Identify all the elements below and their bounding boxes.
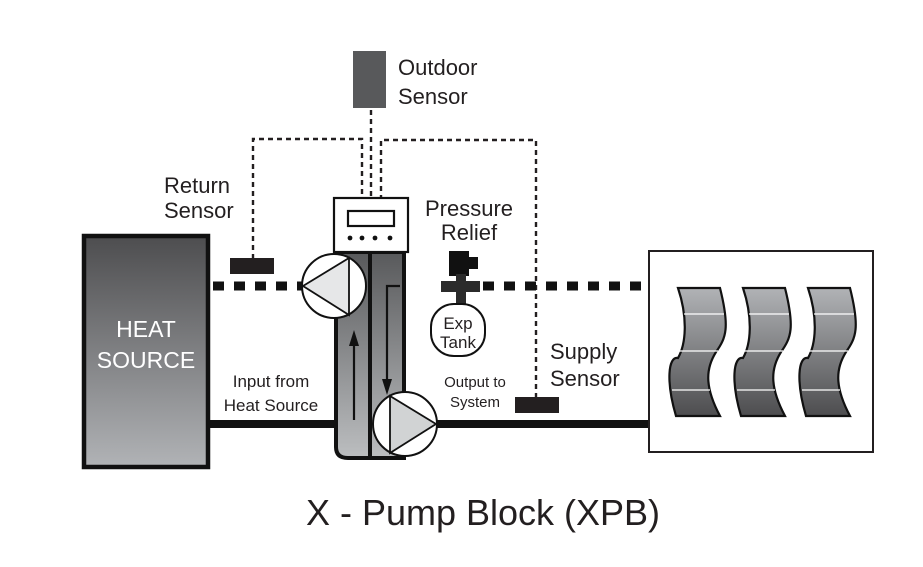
radiators — [668, 286, 857, 418]
sensor-wires — [251, 110, 538, 398]
supply-sensor-wire — [379, 138, 538, 398]
up-arrow-head — [349, 330, 359, 346]
radiator-2 — [733, 286, 792, 418]
expansion-tank — [430, 303, 486, 357]
supply-pump-icon — [372, 391, 438, 457]
return-sensor-label-2: Sensor — [164, 198, 234, 223]
pressure-relief-label-2: Relief — [441, 220, 498, 245]
controller-display — [346, 209, 396, 228]
down-arrow-head — [382, 379, 392, 395]
return-pump-icon — [301, 253, 367, 319]
exp-tank-label-1: Exp — [443, 314, 472, 333]
supply-sensor — [515, 397, 559, 413]
radiator-3 — [798, 286, 857, 418]
return-sensor-wire — [251, 137, 364, 259]
pressure-relief-valve — [441, 251, 480, 308]
return-sensor — [230, 258, 274, 274]
heat-source-label-1: HEAT — [116, 316, 176, 342]
heat-source — [81, 233, 211, 470]
output-label-1: Output to — [444, 374, 506, 391]
input-label-1: Input from — [233, 372, 310, 391]
outdoor-sensor — [353, 51, 386, 108]
input-label-2: Heat Source — [224, 396, 319, 415]
outdoor-sensor-label-2: Sensor — [398, 84, 468, 109]
exp-tank-label-2: Tank — [440, 333, 476, 352]
diagram-title: X - Pump Block (XPB) — [306, 492, 660, 533]
supply-sensor-label-1: Supply — [550, 339, 617, 364]
pressure-relief-label-1: Pressure — [425, 196, 513, 221]
down-flow-arrow — [385, 284, 400, 384]
supply-sensor-label-2: Sensor — [550, 366, 620, 391]
radiator-1 — [668, 286, 727, 418]
controller — [332, 196, 410, 254]
output-label-2: System — [450, 394, 500, 411]
return-sensor-label-1: Return — [164, 173, 230, 198]
outdoor-sensor-label-1: Outdoor — [398, 55, 478, 80]
heat-source-label-2: SOURCE — [97, 347, 195, 373]
